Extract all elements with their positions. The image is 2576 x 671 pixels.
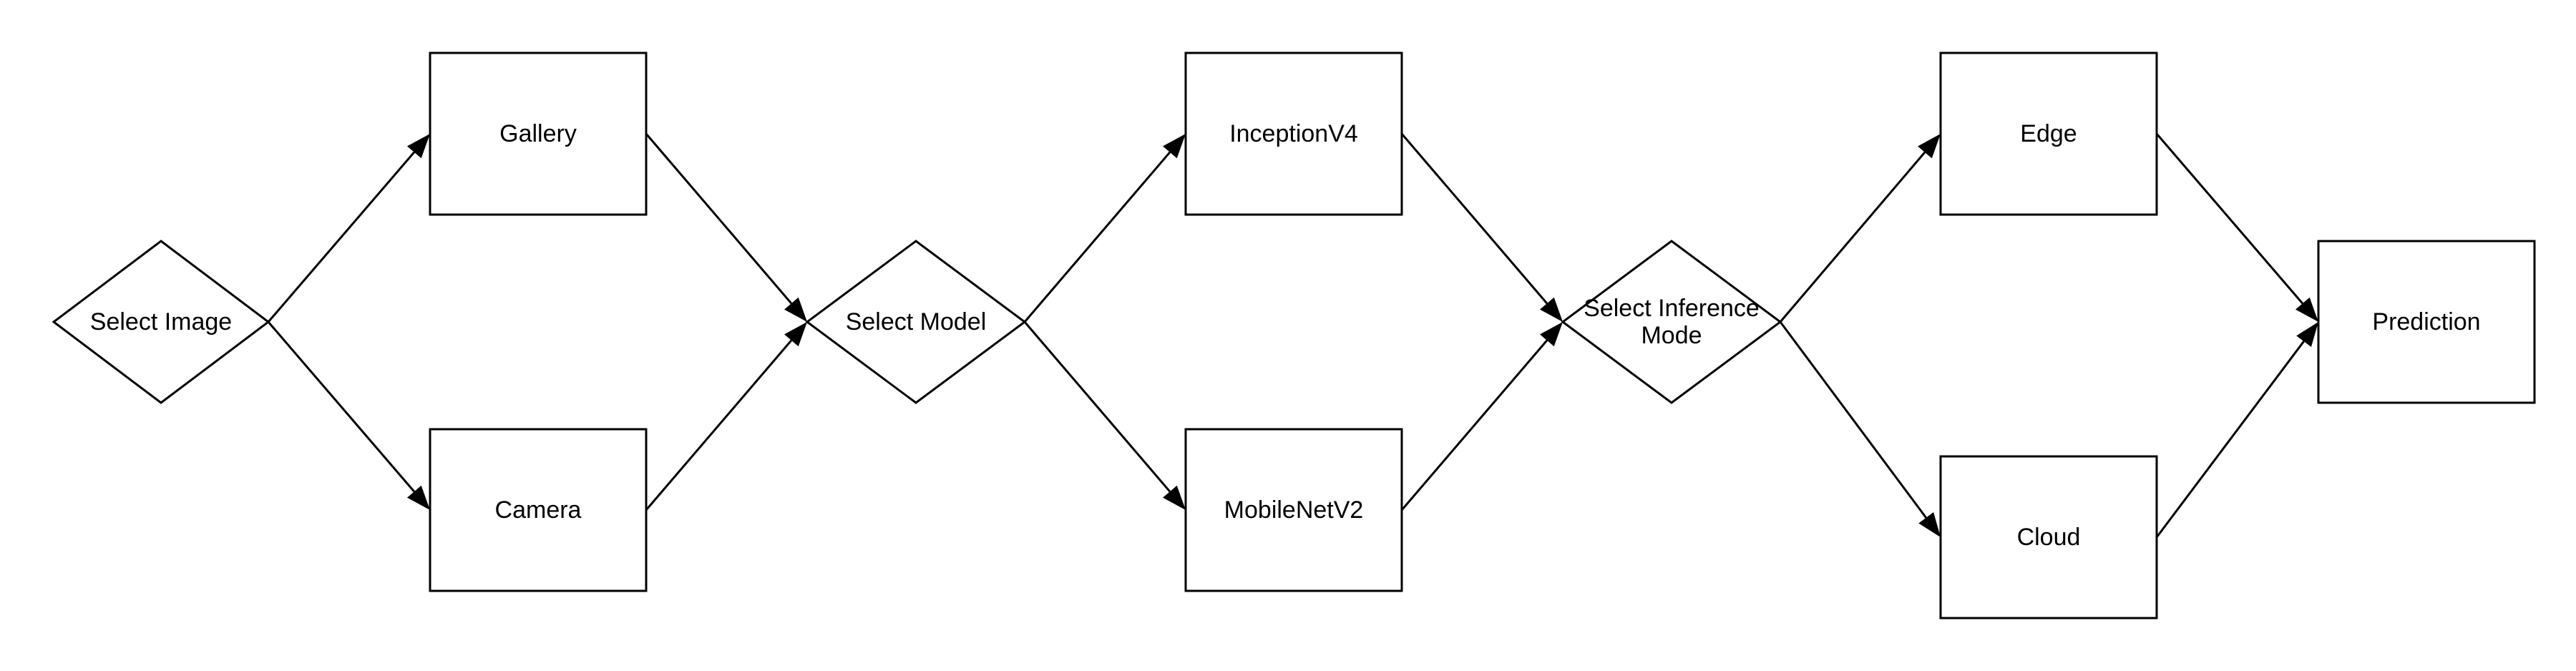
edge-line	[267, 151, 415, 323]
edge-select-inference-mode-to-edge	[1779, 134, 1941, 323]
prediction-label: Prediction	[2372, 308, 2480, 336]
camera-label: Camera	[495, 496, 582, 524]
arrow-head-icon	[784, 297, 807, 322]
edge-select-image-to-gallery	[267, 134, 430, 323]
arrow-head-icon	[406, 485, 430, 510]
arrow-head-icon	[2295, 297, 2318, 322]
inceptionv4-label: InceptionV4	[1229, 120, 1358, 147]
edge-select-image-to-camera	[267, 321, 430, 510]
edge-select-model-to-inceptionv4	[1023, 134, 1186, 323]
edge-edge-to-prediction	[2155, 133, 2318, 322]
arrow-head-icon	[1540, 297, 1563, 322]
node-edge: Edge	[1939, 52, 2158, 216]
arrow-head-icon	[406, 134, 430, 159]
edge-line	[1023, 321, 1171, 493]
node-mobilenetv2: MobileNetV2	[1184, 428, 1403, 592]
edge-mobilenetv2-to-select-inference-mode	[1400, 322, 1563, 511]
edge-select-inference-mode-to-cloud	[1779, 321, 1941, 537]
select-inference-mode-label: Mode	[1641, 322, 1702, 349]
cloud-label: Cloud	[2017, 524, 2081, 551]
select-image-label: Select Image	[90, 308, 232, 336]
gallery-box-shape	[429, 52, 648, 216]
edge-label: Edge	[2020, 120, 2077, 147]
prediction-box-shape	[2317, 240, 2536, 404]
edge-line	[1779, 321, 1927, 519]
node-select-image: Select Image	[52, 240, 270, 404]
arrow-head-icon	[1163, 485, 1186, 510]
select-inference-mode-diamond-shape	[1561, 240, 1782, 404]
edges-layer	[267, 133, 2318, 538]
gallery-label: Gallery	[499, 120, 577, 147]
node-camera: Camera	[429, 428, 648, 592]
edge-line	[2155, 341, 2305, 538]
node-prediction: Prediction	[2317, 240, 2536, 404]
arrow-head-icon	[1918, 511, 1941, 537]
node-select-model: Select Model	[805, 240, 1027, 404]
select-model-diamond-shape	[805, 240, 1027, 404]
edge-box-shape	[1939, 52, 2158, 216]
mobilenetv2-label: MobileNetV2	[1224, 496, 1364, 524]
arrow-head-icon	[784, 322, 807, 347]
node-inceptionv4: InceptionV4	[1184, 52, 1403, 216]
arrow-head-icon	[1918, 134, 1941, 159]
arrow-head-icon	[2296, 322, 2318, 347]
select-model-label: Select Model	[846, 308, 987, 336]
edge-inceptionv4-to-select-inference-mode	[1400, 133, 1563, 322]
edge-line	[2155, 133, 2303, 305]
edge-line	[1400, 339, 1548, 511]
edge-line	[1400, 133, 1548, 305]
arrow-head-icon	[1540, 322, 1563, 347]
node-gallery: Gallery	[429, 52, 648, 216]
edge-camera-to-select-model	[645, 322, 807, 511]
camera-box-shape	[429, 428, 648, 592]
edge-line	[1779, 151, 1926, 323]
edge-line	[645, 339, 793, 511]
edge-line	[267, 321, 415, 493]
node-cloud: Cloud	[1939, 455, 2158, 619]
select-image-diamond-shape	[52, 240, 270, 404]
edge-line	[1023, 151, 1171, 323]
cloud-box-shape	[1939, 455, 2158, 619]
edge-gallery-to-select-model	[645, 133, 807, 322]
inceptionv4-box-shape	[1184, 52, 1403, 216]
mobilenetv2-box-shape	[1184, 428, 1403, 592]
select-inference-mode-label: Select Inference	[1584, 295, 1760, 322]
arrow-head-icon	[1163, 134, 1186, 159]
edge-line	[645, 133, 793, 305]
edge-select-model-to-mobilenetv2	[1023, 321, 1186, 510]
edge-cloud-to-prediction	[2155, 322, 2318, 538]
